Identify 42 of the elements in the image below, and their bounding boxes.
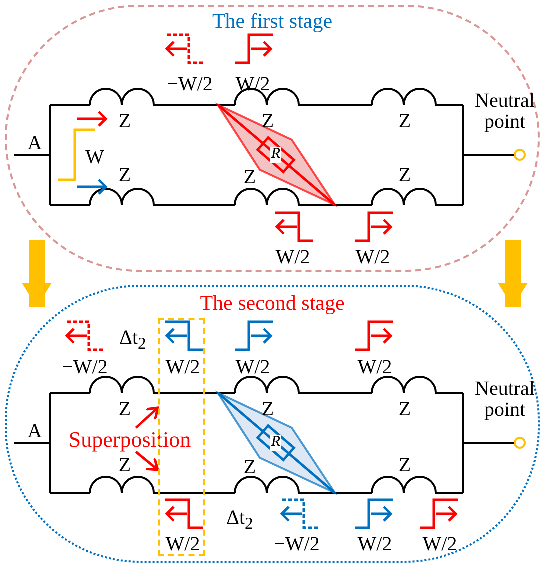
stage-band: [5, 5, 540, 272]
circuit-label: Z: [244, 168, 256, 188]
circuit-label: Z: [118, 456, 132, 476]
circuit-label: Δt$_{2}$: [120, 328, 146, 352]
circuit-label: Z: [398, 400, 412, 420]
circuit-label: −W/2: [62, 358, 108, 378]
stage-title: The first stage: [211, 9, 334, 34]
circuit-label: Z: [118, 112, 132, 132]
circuit-label: A: [28, 422, 42, 442]
circuit-label: W/2: [166, 358, 200, 378]
block-arrow: [498, 240, 528, 307]
circuit-label: Δt$_{2}$: [226, 508, 254, 532]
arrow: [135, 406, 160, 429]
block-arrow: [22, 240, 52, 307]
circuit-label: W/2: [358, 534, 392, 556]
circuit-label: Z: [244, 458, 256, 478]
annotation-text: Superposition: [68, 427, 192, 453]
resistor-label: R: [270, 147, 282, 163]
circuit-label: Z: [262, 400, 274, 420]
circuit-label: A: [28, 134, 42, 154]
circuit-label: W/2: [358, 358, 392, 378]
terminal-label: Neutral point: [474, 91, 536, 133]
circuit-label: −W/2: [167, 74, 213, 96]
arrow: [135, 451, 160, 472]
circuit-label: W/2: [276, 248, 310, 268]
stage-band: [5, 285, 540, 563]
circuit-label: W/2: [236, 358, 270, 378]
circuit-label: Z: [398, 112, 412, 132]
circuit-label: −W/2: [274, 534, 320, 556]
circuit-label: Z: [262, 112, 274, 132]
circuit-label: W/2: [236, 74, 270, 96]
circuit-label: W: [86, 148, 104, 168]
stage-title: The second stage: [199, 291, 346, 316]
circuit-label: W/2: [422, 534, 458, 556]
terminal-label: Neutral point: [474, 379, 536, 421]
circuit-label: Z: [118, 166, 132, 186]
circuit-label: W/2: [166, 534, 200, 556]
resistor-label: R: [270, 435, 282, 451]
circuit-label: Z: [118, 400, 132, 420]
circuit-label: Z: [398, 166, 412, 186]
circuit-label: W/2: [356, 248, 390, 268]
circuit-label: Z: [398, 456, 412, 476]
